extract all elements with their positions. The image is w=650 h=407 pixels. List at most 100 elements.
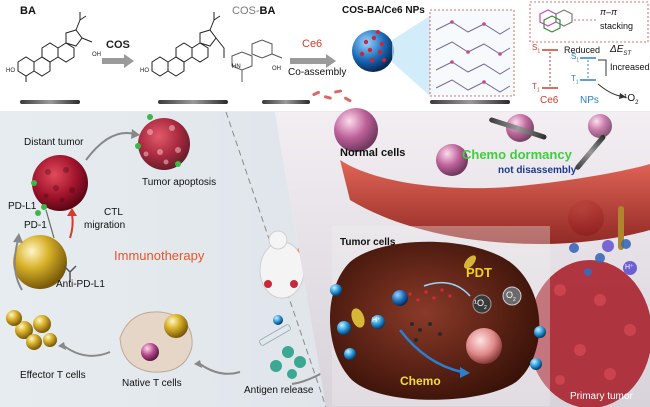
apoptosis-arrowhead <box>131 129 140 139</box>
increased-bracket <box>598 59 607 76</box>
cos-ba-fiber <box>158 100 228 104</box>
primary-tumor-mass <box>528 260 650 407</box>
ba-molecule-structure <box>17 12 93 82</box>
delta-e-label: ΔEST <box>610 44 632 58</box>
cos-ba-title: COS-BA <box>232 6 275 17</box>
effector-arrow <box>63 345 111 357</box>
native-t-cell-gold <box>164 314 188 338</box>
normal-cell-5 <box>588 114 612 138</box>
ce6-t1-label: T1 <box>532 83 540 94</box>
pi-stacking-label-bottom: stacking <box>600 21 634 31</box>
co-assembly-label: Co-assembly <box>288 67 347 78</box>
pdt-label: PDT <box>466 265 492 280</box>
tumor-cell-nucleus <box>466 328 502 364</box>
reduced-label: Reduced <box>564 45 601 55</box>
effector-t-cells-cluster <box>6 310 57 350</box>
vessel-fiber-1 <box>489 117 547 140</box>
nps-energy-label: NPs <box>580 95 599 106</box>
vessel-fiber-3 <box>618 206 624 250</box>
cos-arrow <box>102 54 134 68</box>
chemo-dormancy-label: Chemo dormancy <box>462 147 572 162</box>
ce6-small-particles <box>312 89 352 103</box>
cos-arrow-label: COS <box>106 39 130 51</box>
ce6-s1-sub: 1 <box>537 48 541 55</box>
pi-stacking-label-top: π–π <box>600 7 618 17</box>
o2-singlet-bubble <box>472 294 492 314</box>
tumor-organelles-yellow <box>351 255 476 328</box>
normal-cell-1 <box>334 108 378 152</box>
pdt-arrow <box>423 281 471 297</box>
delta-e-main: ΔE <box>610 44 624 55</box>
delta-e-sub: ST <box>623 51 632 57</box>
energy-diagram <box>542 49 626 99</box>
energy-transfer-arrow <box>597 83 621 97</box>
nps-fiber <box>430 100 510 104</box>
antigen-release-label: Antigen release <box>244 385 314 396</box>
singlet-o2-sub: 2 <box>635 100 639 106</box>
tumor-organelles-dark <box>410 322 442 342</box>
o2-singlet-main: ¹O <box>474 298 484 308</box>
ctl-migration-arrowhead <box>67 208 77 216</box>
receptor-markers <box>31 114 181 216</box>
h-plus-glow-right-2 <box>602 240 614 252</box>
mouse-tumor-left <box>264 280 272 288</box>
pi-stacking-box <box>529 1 649 43</box>
ba-fiber <box>20 100 80 104</box>
distant-tumor-cell <box>32 155 88 211</box>
pd-l1-label: PD-L1 <box>8 201 37 212</box>
normal-cells-label: Normal cells <box>340 147 406 159</box>
cycle-arrow-up-head <box>13 233 23 243</box>
singlet-o2-main: ¹O <box>624 93 636 104</box>
ce6-energy-label: Ce6 <box>540 95 559 106</box>
chemo-label: Chemo <box>400 374 441 388</box>
o2-singlet-sub: 2 <box>484 304 487 311</box>
ce6-arrow-label: Ce6 <box>302 38 323 50</box>
cos-ba-title-suffix: BA <box>259 5 276 17</box>
extracellular-nps <box>330 284 546 370</box>
cos-ba-oh-label: OH <box>272 66 281 72</box>
h-plus-label-cell: H⁺ <box>372 317 381 324</box>
native-t-cell-pink <box>141 343 159 361</box>
anti-pd-l1-label: Anti-PD-L1 <box>56 279 105 290</box>
apoptosis-fragments <box>143 125 181 165</box>
migration-label: migration <box>84 220 126 231</box>
apoptosis-arrow <box>85 132 135 161</box>
antibody-icon <box>63 265 77 282</box>
chemo-arrow <box>399 329 463 374</box>
immunotherapy-label: Immunotherapy <box>114 248 205 263</box>
ce6-fiber <box>262 100 310 104</box>
intracellular-np <box>392 290 408 306</box>
cos-ba-hn-label: HN <box>232 64 241 70</box>
activated-t-cell <box>13 235 67 289</box>
syringe <box>259 315 291 346</box>
right-panel <box>275 108 650 407</box>
left-panel <box>0 111 329 407</box>
native-t-cells-label: Native T cells <box>122 378 182 389</box>
antigen-particles <box>270 346 306 379</box>
o2-sub: 2 <box>513 296 516 303</box>
effector-t-cells-label: Effector T cells <box>20 370 86 381</box>
ros-particles <box>408 288 452 302</box>
cos-ba-title-prefix: COS- <box>232 5 260 17</box>
crystal-lattice-atoms <box>450 20 502 84</box>
tumor-apoptosis-label: Tumor apoptosis <box>142 177 217 188</box>
tumor-vessel-nps <box>569 239 631 276</box>
not-disassembly-label: not disassembly <box>498 165 577 176</box>
nps-t1-label: T1 <box>571 75 579 86</box>
mouse-head <box>268 230 288 250</box>
co-assembly-arrow <box>290 54 336 68</box>
ce6-t1-sub: 1 <box>536 87 540 94</box>
distant-tumor-texture <box>43 167 75 203</box>
crystal-lattice-pattern <box>435 21 511 93</box>
mouse-body <box>259 241 305 299</box>
singlet-o2-label: ¹O2 <box>624 93 639 107</box>
energy-transfer-arrowhead <box>619 93 626 99</box>
cos-ba-molecule-structure <box>151 12 283 82</box>
nps-title: COS-BA/Ce6 NPs <box>342 5 425 16</box>
ce6-t1-letter: T <box>532 82 537 91</box>
ba-oh-label: OH <box>92 52 101 58</box>
primary-tumor-label: Primary tumor <box>570 391 633 402</box>
o2-bubble <box>502 286 522 306</box>
pd1-connector <box>45 209 55 239</box>
